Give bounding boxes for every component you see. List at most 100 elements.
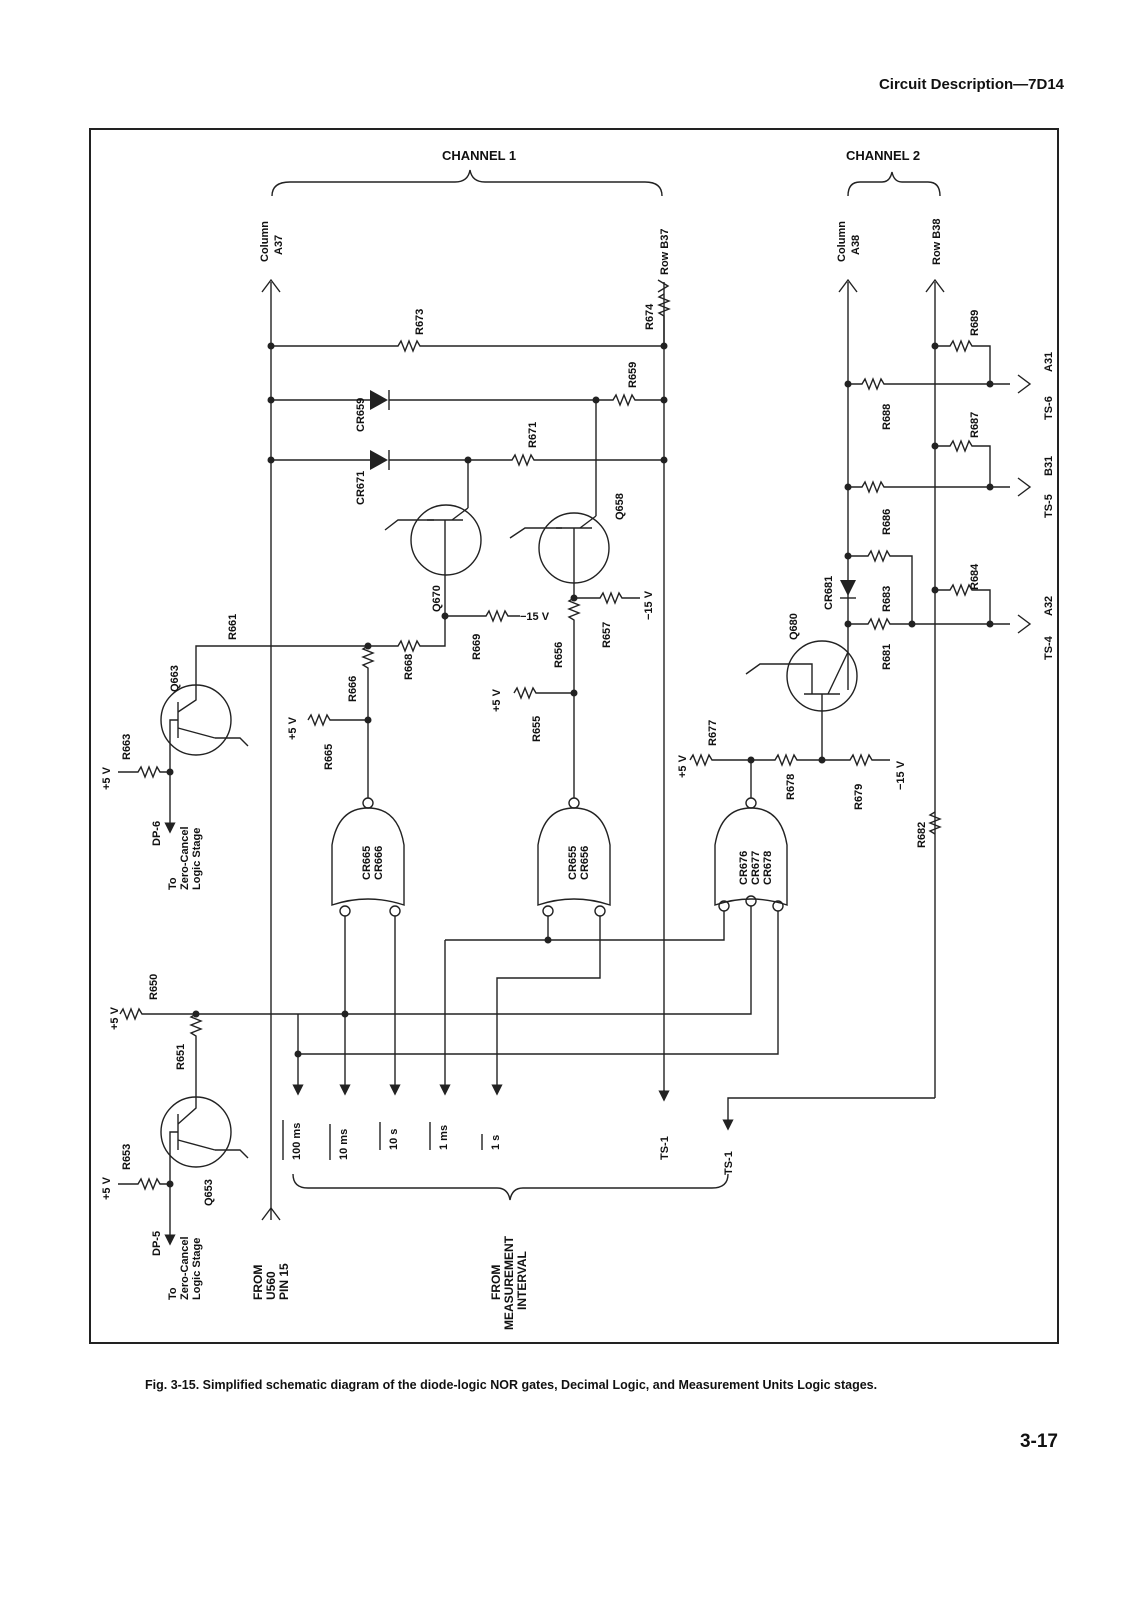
r665-label: R665 [323, 744, 335, 770]
b31-label: B31 [1043, 456, 1055, 476]
dp6-logic-stage: Logic Stage [191, 828, 203, 890]
schematic-frame [89, 128, 1059, 1344]
r665-resistor [307, 713, 368, 727]
figure-caption: Fig. 3-15. Simplified schematic diagram … [145, 1378, 878, 1392]
dp5-label: DP-5 [151, 1231, 163, 1256]
gate3-cr678: CR678 [762, 851, 774, 885]
cr671-label: CR671 [355, 471, 367, 505]
column-a38-arrow [838, 278, 858, 293]
u560-input-arrow [261, 1206, 281, 1221]
q658-gnd [509, 527, 562, 539]
junction-dots [166, 342, 994, 1188]
in-1s-line [491, 916, 601, 1096]
q680-emitter [827, 651, 849, 695]
r677-r678-r679-chain [689, 753, 890, 767]
ts5-label: TS-5 [1043, 494, 1055, 518]
r679-supply: −15 V [895, 760, 907, 790]
r655-label: R655 [531, 716, 543, 742]
r663-supply: +5 V [101, 766, 113, 790]
r653-label: R653 [121, 1144, 133, 1170]
gate2-cr656: CR656 [579, 846, 591, 880]
column-a38-label-1: Column [836, 221, 848, 262]
bus-labels: Column A37 Row B37 Column A38 Row B38 [259, 219, 943, 275]
cr659-diode [370, 390, 388, 410]
r686-label: R686 [881, 509, 893, 535]
gate3-cr676: CR676 [738, 851, 750, 885]
nor-gate-3-input-b [745, 895, 757, 907]
r655-supply: +5 V [491, 688, 503, 712]
r657-supply: −15 V [643, 590, 655, 620]
r689-label: R689 [969, 310, 981, 336]
nor-gate-3-output [745, 797, 757, 809]
q653-collector [177, 1078, 197, 1125]
r687-label: R687 [969, 412, 981, 438]
cr671-diode [370, 450, 388, 470]
input-1ms: 1 ms [438, 1125, 450, 1150]
nor-gate-1 [331, 807, 405, 906]
mi-interval: INTERVAL [515, 1251, 529, 1310]
r683-label: R683 [881, 586, 893, 612]
r688-wire [848, 377, 1010, 391]
gate3-cr677: CR677 [750, 851, 762, 885]
channel-1-label: CHANNEL 1 [442, 148, 516, 163]
nor-gate-3 [714, 807, 788, 906]
ts1b-line [722, 1097, 935, 1131]
q653-emitter [177, 1139, 216, 1151]
cr681-diode [840, 580, 856, 596]
r681-label: R681 [881, 644, 893, 670]
r665-supply: +5 V [287, 716, 299, 740]
row-b37-label: Row B37 [659, 229, 671, 275]
q670-gnd [384, 519, 434, 531]
r683-wire [848, 549, 913, 624]
source-labels: FROM U560 PIN 15 FROM MEASUREMENT INTERV… [251, 1235, 529, 1330]
q680-label: Q680 [788, 613, 800, 640]
r687-wire [935, 439, 991, 487]
q670-emitter [451, 507, 469, 521]
mi-from: FROM [489, 1265, 503, 1300]
r669-resistor [445, 609, 520, 623]
r657-label: R657 [601, 622, 613, 648]
q670-transistor [410, 504, 482, 576]
dp5-logic-stage: Logic Stage [191, 1238, 203, 1300]
b31-arrow [1017, 477, 1032, 497]
r666-label: R666 [347, 676, 359, 702]
r650-resistor [119, 1007, 200, 1021]
r650-supply: +5 V [109, 1006, 121, 1030]
r651-resistor [189, 1013, 203, 1078]
cr681-label: CR681 [823, 576, 835, 610]
r659-resistor [596, 393, 664, 407]
cr659-label: CR659 [355, 398, 367, 432]
running-head: Circuit Description—7D14 [878, 76, 1064, 93]
r655-resistor [513, 686, 574, 700]
channel1-brace [271, 169, 663, 197]
r651-label: R651 [175, 1044, 187, 1070]
column-a37-label-2: A37 [273, 235, 285, 255]
channel2-brace [847, 171, 941, 197]
q658-emitter [579, 515, 597, 529]
dp6-label: DP-6 [151, 821, 163, 846]
dp6-zero-cancel: Zero-Cancel [179, 826, 191, 890]
q663-label: Q663 [169, 665, 181, 692]
r663-resistor [118, 719, 178, 779]
r684-wire [935, 583, 991, 624]
r656-resistor [567, 597, 581, 693]
r650-label: R650 [148, 974, 160, 1000]
r671-label: R671 [527, 422, 539, 448]
r677-supply: +5 V [677, 754, 689, 778]
r657-resistor [574, 591, 640, 605]
r668-label: R668 [403, 654, 415, 680]
mi-measurement: MEASUREMENT [502, 1235, 516, 1330]
input-10s: 10 s [388, 1129, 400, 1150]
input-100ms: 100 ms [291, 1123, 303, 1160]
nor-gate-2-input-a [542, 905, 554, 917]
column-a37-label-1: Column [259, 221, 271, 262]
row-b38-arrow [925, 278, 945, 293]
a31-arrow [1017, 374, 1032, 394]
in-1ms-feed [445, 911, 725, 941]
nor-gate-1-input-a [339, 905, 351, 917]
input-ts1: TS-1 [659, 1136, 671, 1160]
measurement-inputs: 100 ms 10 ms 10 s 1 ms 1 s TS-1 TS-1 [282, 1120, 735, 1175]
r666-resistor [361, 645, 375, 720]
r673-wire [271, 339, 664, 353]
